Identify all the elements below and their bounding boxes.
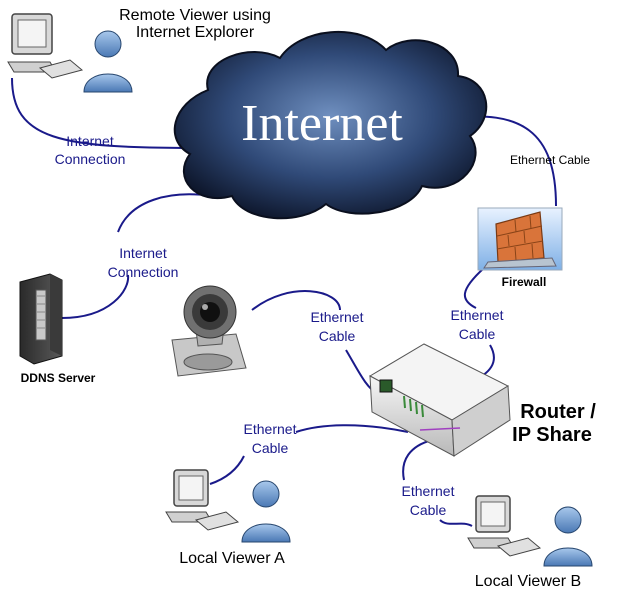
- local-viewer-a: Local Viewer A: [165, 469, 291, 567]
- user-icon: [83, 30, 133, 93]
- ethernet-local-a-label-line2: Cable: [252, 440, 289, 456]
- internet-connection-label-1-line2: Connection: [55, 151, 126, 167]
- internet-cloud: Internet: [173, 30, 488, 220]
- internet-connection-label-2-line1: Internet: [119, 245, 167, 261]
- remote-viewer: Remote Viewer using Internet Explorer: [7, 7, 271, 93]
- firewall: Firewall: [477, 207, 563, 289]
- computer-icon: [467, 495, 542, 557]
- local-viewer-b-label: Local Viewer B: [475, 573, 581, 590]
- cable-router-to-local-a: [209, 424, 409, 485]
- router-label-line1: Router /: [520, 401, 596, 423]
- remote-viewer-label-line2: Internet Explorer: [136, 24, 255, 41]
- ethernet-cable-top-label: Ethernet Cable: [510, 153, 590, 167]
- computer-icon: [165, 469, 240, 531]
- ethernet-firewall-label-line1: Ethernet: [451, 307, 504, 323]
- cable-firewall-to-router: [464, 267, 495, 383]
- cable-camera-to-router: [251, 290, 379, 395]
- firewall-icon: [483, 211, 557, 269]
- internet-connection-label-2-line2: Connection: [108, 264, 179, 280]
- ddns-server-label: DDNS Server: [21, 371, 96, 385]
- ip-camera: [171, 285, 247, 377]
- local-viewer-a-label: Local Viewer A: [179, 550, 285, 567]
- ethernet-camera-label-line2: Cable: [319, 328, 356, 344]
- ethernet-local-b-label-line1: Ethernet: [402, 483, 455, 499]
- ethernet-local-a-label-line1: Ethernet: [244, 421, 297, 437]
- cable-remote-to-internet: [11, 77, 197, 149]
- router: Router / IP Share: [368, 343, 596, 457]
- server-icon: [19, 273, 63, 365]
- ethernet-firewall-label-line2: Cable: [459, 326, 496, 342]
- ethernet-local-b-label-line2: Cable: [410, 502, 447, 518]
- internet-connection-label-1-line1: Internet: [66, 133, 114, 149]
- firewall-label: Firewall: [502, 275, 547, 289]
- router-label-line2: IP Share: [512, 424, 592, 446]
- internet-label: Internet: [241, 95, 403, 152]
- camera-icon: [171, 285, 247, 377]
- remote-viewer-label-line1: Remote Viewer using: [119, 7, 271, 24]
- ethernet-camera-label-line1: Ethernet: [311, 309, 364, 325]
- local-viewer-b: Local Viewer B: [467, 495, 593, 590]
- user-icon: [543, 506, 593, 567]
- cable-labels: Internet Connection Internet Connection …: [55, 133, 591, 518]
- router-icon: [368, 343, 511, 457]
- computer-icon: [7, 13, 84, 79]
- user-icon: [241, 480, 291, 543]
- ddns-server: DDNS Server: [19, 273, 96, 385]
